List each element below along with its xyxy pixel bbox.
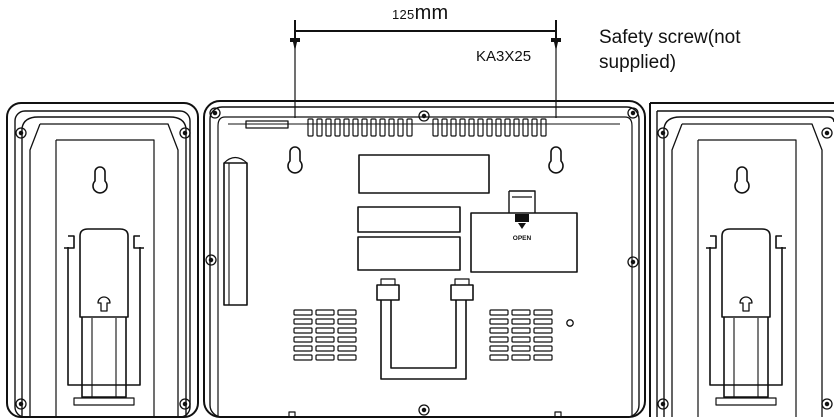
- mount-screw-hole: [15, 127, 191, 410]
- stand-icon: [376, 278, 474, 380]
- main-unit-back: OPEN: [203, 100, 646, 418]
- vent-grille-top: [307, 118, 547, 137]
- screw-code-label: KA3X25: [476, 48, 532, 65]
- battery-cover-label: OPEN: [513, 235, 532, 242]
- note-line-1: Safety screw(not: [599, 27, 741, 48]
- vent-grille-bottom: [293, 309, 553, 361]
- right-side-view: [648, 102, 834, 417]
- dimension-value: 125: [392, 7, 415, 22]
- dimension-line: [294, 20, 557, 118]
- mount-screw-hole: [657, 127, 833, 410]
- label-area: [357, 154, 490, 271]
- keyhole-icon: [287, 146, 564, 174]
- battery-cover-icon: OPEN: [470, 190, 578, 273]
- dimension-unit: mm: [414, 2, 449, 24]
- dimension-label: 125mm: [392, 2, 449, 25]
- mount-screw-hole: [205, 107, 639, 416]
- keyhole-icon: [92, 166, 108, 194]
- left-side-view: [6, 102, 199, 418]
- stand-icon: [706, 228, 786, 406]
- screw-icon: [290, 38, 561, 51]
- keyhole-icon: [734, 166, 750, 194]
- safety-screw-note: Safety screw(not supplied): [599, 25, 741, 75]
- stand-icon: [64, 228, 144, 406]
- note-line-2: supplied): [599, 52, 677, 73]
